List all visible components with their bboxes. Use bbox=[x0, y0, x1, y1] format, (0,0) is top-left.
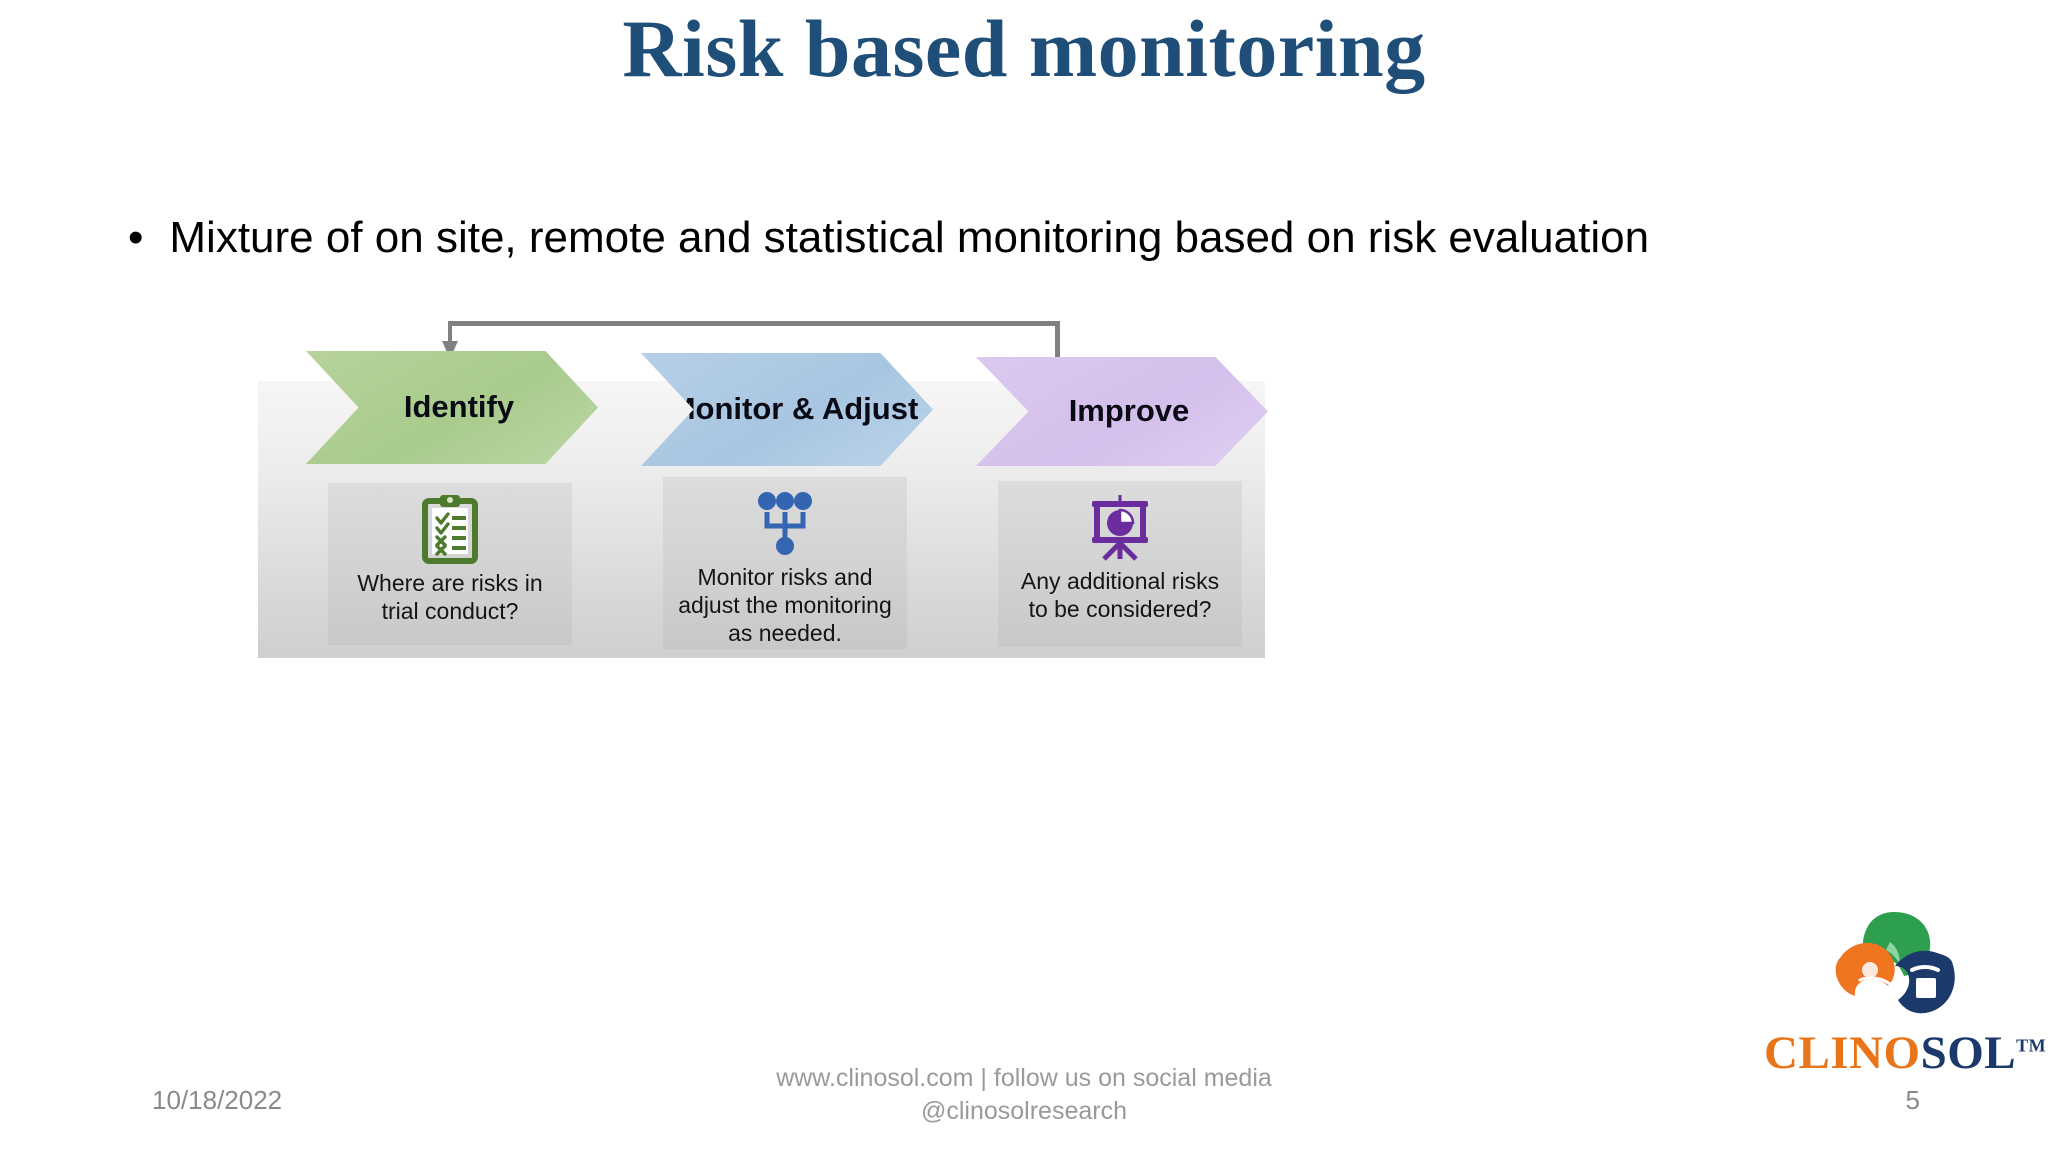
bullet-text: Mixture of on site, remote and statistic… bbox=[169, 213, 1650, 262]
presentation-pie-chart-icon bbox=[1084, 491, 1156, 563]
detail-card-monitor-adjust: Monitor risks and adjust the monitoring … bbox=[663, 477, 907, 649]
process-steps: Identify bbox=[258, 351, 1268, 651]
chevron-improve[interactable]: Improve bbox=[976, 357, 1268, 466]
page-title: Risk based monitoring bbox=[622, 3, 1426, 94]
detail-caption-improve: Any additional risks to be considered? bbox=[1020, 568, 1220, 622]
footer-website-line: www.clinosol.com | follow us on social m… bbox=[776, 1064, 1272, 1092]
chevron-identify[interactable]: Identify bbox=[306, 351, 598, 464]
org-hierarchy-icon bbox=[753, 487, 817, 559]
trademark-symbol: TM bbox=[2016, 1035, 2047, 1056]
detail-caption-monitor-adjust: Monitor risks and adjust the monitoring … bbox=[678, 564, 892, 646]
detail-card-improve: Any additional risks to be considered? bbox=[998, 481, 1242, 647]
chevron-label-identify: Identify bbox=[403, 389, 515, 425]
footer-handle-line: @clinosolresearch bbox=[920, 1097, 1128, 1125]
clinosol-hands-mark-icon bbox=[1824, 906, 1964, 1039]
process-step-identify[interactable]: Identify bbox=[258, 351, 598, 651]
bullet-marker: • bbox=[128, 213, 144, 262]
clinosol-wordmark-part1: CLINO bbox=[1764, 1027, 1921, 1079]
feedback-loop-right-segment bbox=[1055, 321, 1060, 373]
clinosol-wordmark-part2: SOL bbox=[1920, 1027, 2017, 1079]
chevron-label-improve: Improve bbox=[1068, 393, 1190, 429]
detail-card-identify: Where are risks in trial conduct? bbox=[328, 483, 572, 645]
clinosol-wordmark: CLINOSOLTM bbox=[1764, 1026, 2046, 1080]
footer-page-number: 5 bbox=[1905, 1085, 1920, 1115]
process-flow-diagram: Identify bbox=[258, 303, 1268, 668]
feedback-loop-left-segment bbox=[448, 321, 452, 343]
chevron-label-monitor-adjust: Monitor & Adjust bbox=[669, 391, 919, 427]
chevron-monitor-adjust[interactable]: Monitor & Adjust bbox=[641, 353, 933, 466]
process-step-improve[interactable]: Improve bbox=[928, 351, 1268, 651]
footer-credits: www.clinosol.com | follow us on social m… bbox=[776, 1062, 1272, 1128]
bullet-list: • Mixture of on site, remote and statist… bbox=[128, 212, 1928, 264]
footer-date: 10/18/2022 bbox=[152, 1085, 283, 1115]
clipboard-checklist-icon bbox=[419, 493, 481, 565]
detail-caption-identify: Where are risks in trial conduct? bbox=[357, 570, 543, 624]
feedback-loop-top-segment bbox=[448, 321, 1060, 326]
clinosol-logo: CLINOSOLTM bbox=[1764, 906, 2046, 1084]
process-step-monitor-adjust[interactable]: Monitor & Adjust Monitor risks and adjus… bbox=[593, 351, 933, 651]
